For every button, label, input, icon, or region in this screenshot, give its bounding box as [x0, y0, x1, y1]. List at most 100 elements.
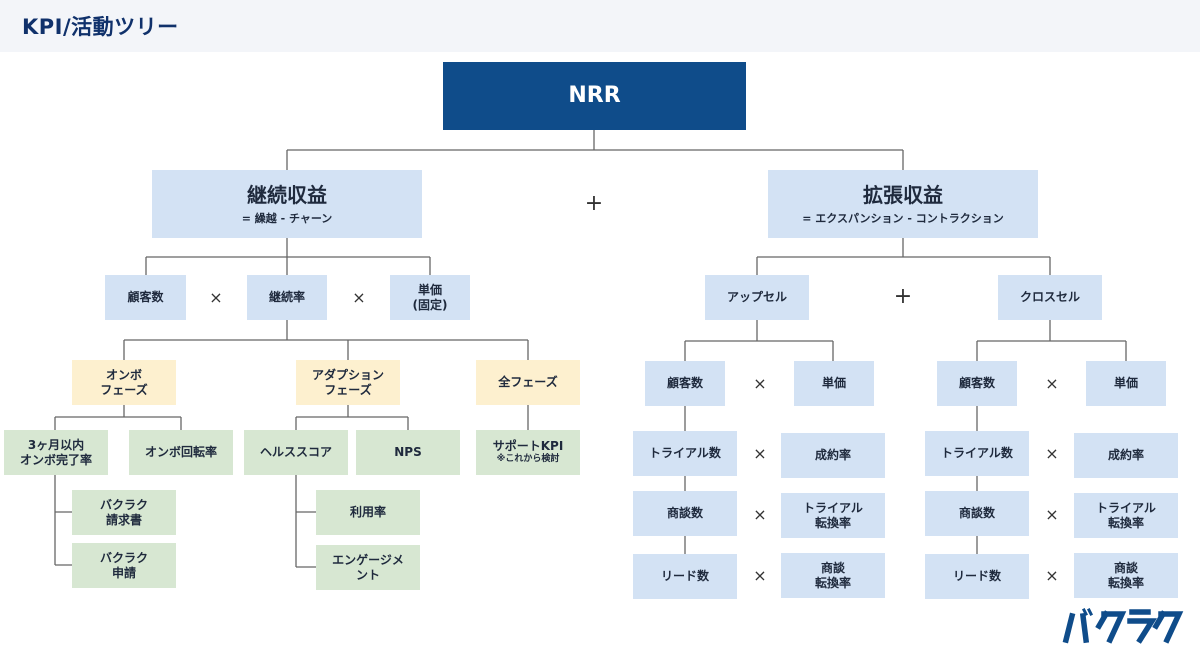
times-operator: ×: [1045, 505, 1059, 524]
crosssell-trial-conversion-node: トライアル 転換率: [1074, 493, 1178, 538]
deal-count-label: 商談数: [666, 506, 703, 520]
retention-rate-node: 継続率: [247, 275, 327, 320]
upsell-customers-node: 顧客数: [645, 361, 725, 406]
crosssell-deal-count-node: 商談数: [925, 491, 1029, 536]
conversion-rate-label: 転換率: [1107, 575, 1144, 590]
plus-operator: +: [584, 191, 604, 216]
onbo-turnover-label: オンボ回転率: [144, 445, 217, 459]
trial-label: トライアル: [803, 500, 863, 515]
lead-count-label: リード数: [660, 569, 709, 583]
onboarding-phase-node: オンボ フェーズ: [72, 360, 176, 405]
engagement-label-line2: ント: [355, 567, 380, 582]
customers-node: 顧客数: [105, 275, 186, 320]
deal-label: 商談: [820, 560, 845, 575]
all-phases-label: 全フェーズ: [498, 375, 558, 389]
conversion-rate-label: 転換率: [814, 575, 851, 590]
onbo-label: オンボ: [105, 367, 142, 382]
crosssell-unit-price-node: 単価: [1086, 361, 1166, 406]
times-operator: ×: [352, 288, 366, 307]
customers-label: 顧客数: [958, 376, 995, 390]
fixed-label: (固定): [412, 297, 448, 312]
continuing-title: 継続収益: [247, 182, 327, 207]
expansion-title: 拡張収益: [863, 182, 943, 207]
root-nrr-node: NRR: [443, 62, 746, 130]
header-bar: KPI/活動ツリー: [0, 0, 1200, 52]
crosssell-customers-node: 顧客数: [937, 361, 1017, 406]
plus-operator: +: [893, 284, 913, 309]
conversion-rate-label: 転換率: [1107, 515, 1144, 530]
times-operator: ×: [1045, 374, 1059, 393]
adoption-label: アダプション: [311, 367, 384, 382]
bakuraku-logo: [1062, 607, 1184, 644]
bakuraku-label: バクラク: [99, 550, 148, 565]
times-operator: ×: [753, 374, 767, 393]
onbo-completion-label: オンボ完了率: [19, 452, 92, 467]
root-label: NRR: [568, 83, 621, 109]
within-3-months-label: 3ヶ月以内: [27, 437, 85, 452]
times-operator: ×: [209, 288, 223, 307]
retention-rate-label: 継続率: [268, 290, 305, 304]
upsell-unit-price-node: 単価: [794, 361, 874, 406]
trial-label: トライアル: [1096, 500, 1156, 515]
crosssell-close-rate-node: 成約率: [1074, 433, 1178, 478]
cross-sell-node: クロスセル: [998, 275, 1102, 320]
close-rate-label: 成約率: [814, 448, 851, 462]
onbo-completion-node: 3ヶ月以内 オンボ完了率: [4, 430, 108, 475]
health-score-node: ヘルススコア: [244, 430, 348, 475]
unit-price-fixed-node: 単価 (固定): [390, 275, 470, 320]
adoption-phase-node: アダプション フェーズ: [296, 360, 400, 405]
bakuraku-invoice-node: バクラク 請求書: [72, 490, 176, 535]
invoice-label: 請求書: [105, 512, 142, 527]
onbo-turnover-node: オンボ回転率: [129, 430, 233, 475]
upsell-node: アップセル: [705, 275, 809, 320]
lead-count-label: リード数: [952, 569, 1001, 583]
support-note-label: ※これから検討: [496, 454, 560, 465]
deal-count-label: 商談数: [958, 506, 995, 520]
usage-rate-node: 利用率: [316, 490, 420, 535]
crosssell-lead-count-node: リード数: [925, 554, 1029, 599]
health-score-label: ヘルススコア: [259, 445, 332, 459]
continuing-revenue-node: 継続収益 = 繰越 - チャーン: [152, 170, 422, 238]
usage-rate-label: 利用率: [349, 505, 386, 519]
unit-price-label: 単価: [417, 282, 442, 297]
conversion-rate-label: 転換率: [814, 515, 851, 530]
unit-price-label: 単価: [1113, 376, 1138, 390]
close-rate-label: 成約率: [1107, 448, 1144, 462]
times-operator: ×: [753, 505, 767, 524]
expansion-formula: = エクスパンション - コントラクション: [802, 211, 1004, 225]
page-title: KPI/活動ツリー: [22, 15, 179, 39]
engagement-node: エンゲージメ ント: [316, 545, 420, 590]
all-phases-node: 全フェーズ: [476, 360, 580, 405]
times-operator: ×: [1045, 566, 1059, 585]
customers-label: 顧客数: [666, 376, 703, 390]
expansion-revenue-node: 拡張収益 = エクスパンション - コントラクション: [768, 170, 1038, 238]
cross-sell-label: クロスセル: [1019, 290, 1080, 304]
application-label: 申請: [111, 565, 136, 580]
phase-label: フェーズ: [324, 382, 372, 397]
times-operator: ×: [1045, 444, 1059, 463]
upsell-label: アップセル: [726, 290, 787, 304]
customers-label: 顧客数: [127, 290, 164, 304]
upsell-deal-count-node: 商談数: [633, 491, 737, 536]
upsell-trial-count-node: トライアル数: [633, 431, 737, 476]
phase-label: フェーズ: [100, 382, 148, 397]
upsell-lead-count-node: リード数: [633, 554, 737, 599]
upsell-trial-conversion-node: トライアル 転換率: [781, 493, 885, 538]
deal-label: 商談: [1113, 560, 1138, 575]
bakuraku-application-node: バクラク 申請: [72, 543, 176, 588]
crosssell-deal-conversion-node: 商談 転換率: [1074, 553, 1178, 598]
engagement-label-line1: エンゲージメ: [332, 552, 404, 567]
continuing-formula: = 繰越 - チャーン: [241, 211, 333, 225]
support-kpi-label: サポートKPI: [492, 439, 564, 454]
upsell-close-rate-node: 成約率: [781, 433, 885, 478]
support-kpi-node: サポートKPI ※これから検討: [476, 430, 580, 475]
nps-node: NPS: [356, 430, 460, 475]
unit-price-label: 単価: [821, 376, 846, 390]
bakuraku-label: バクラク: [99, 497, 148, 512]
trial-count-label: トライアル数: [649, 446, 721, 460]
crosssell-trial-count-node: トライアル数: [925, 431, 1029, 476]
times-operator: ×: [753, 444, 767, 463]
nps-label: NPS: [394, 445, 422, 459]
trial-count-label: トライアル数: [941, 446, 1013, 460]
